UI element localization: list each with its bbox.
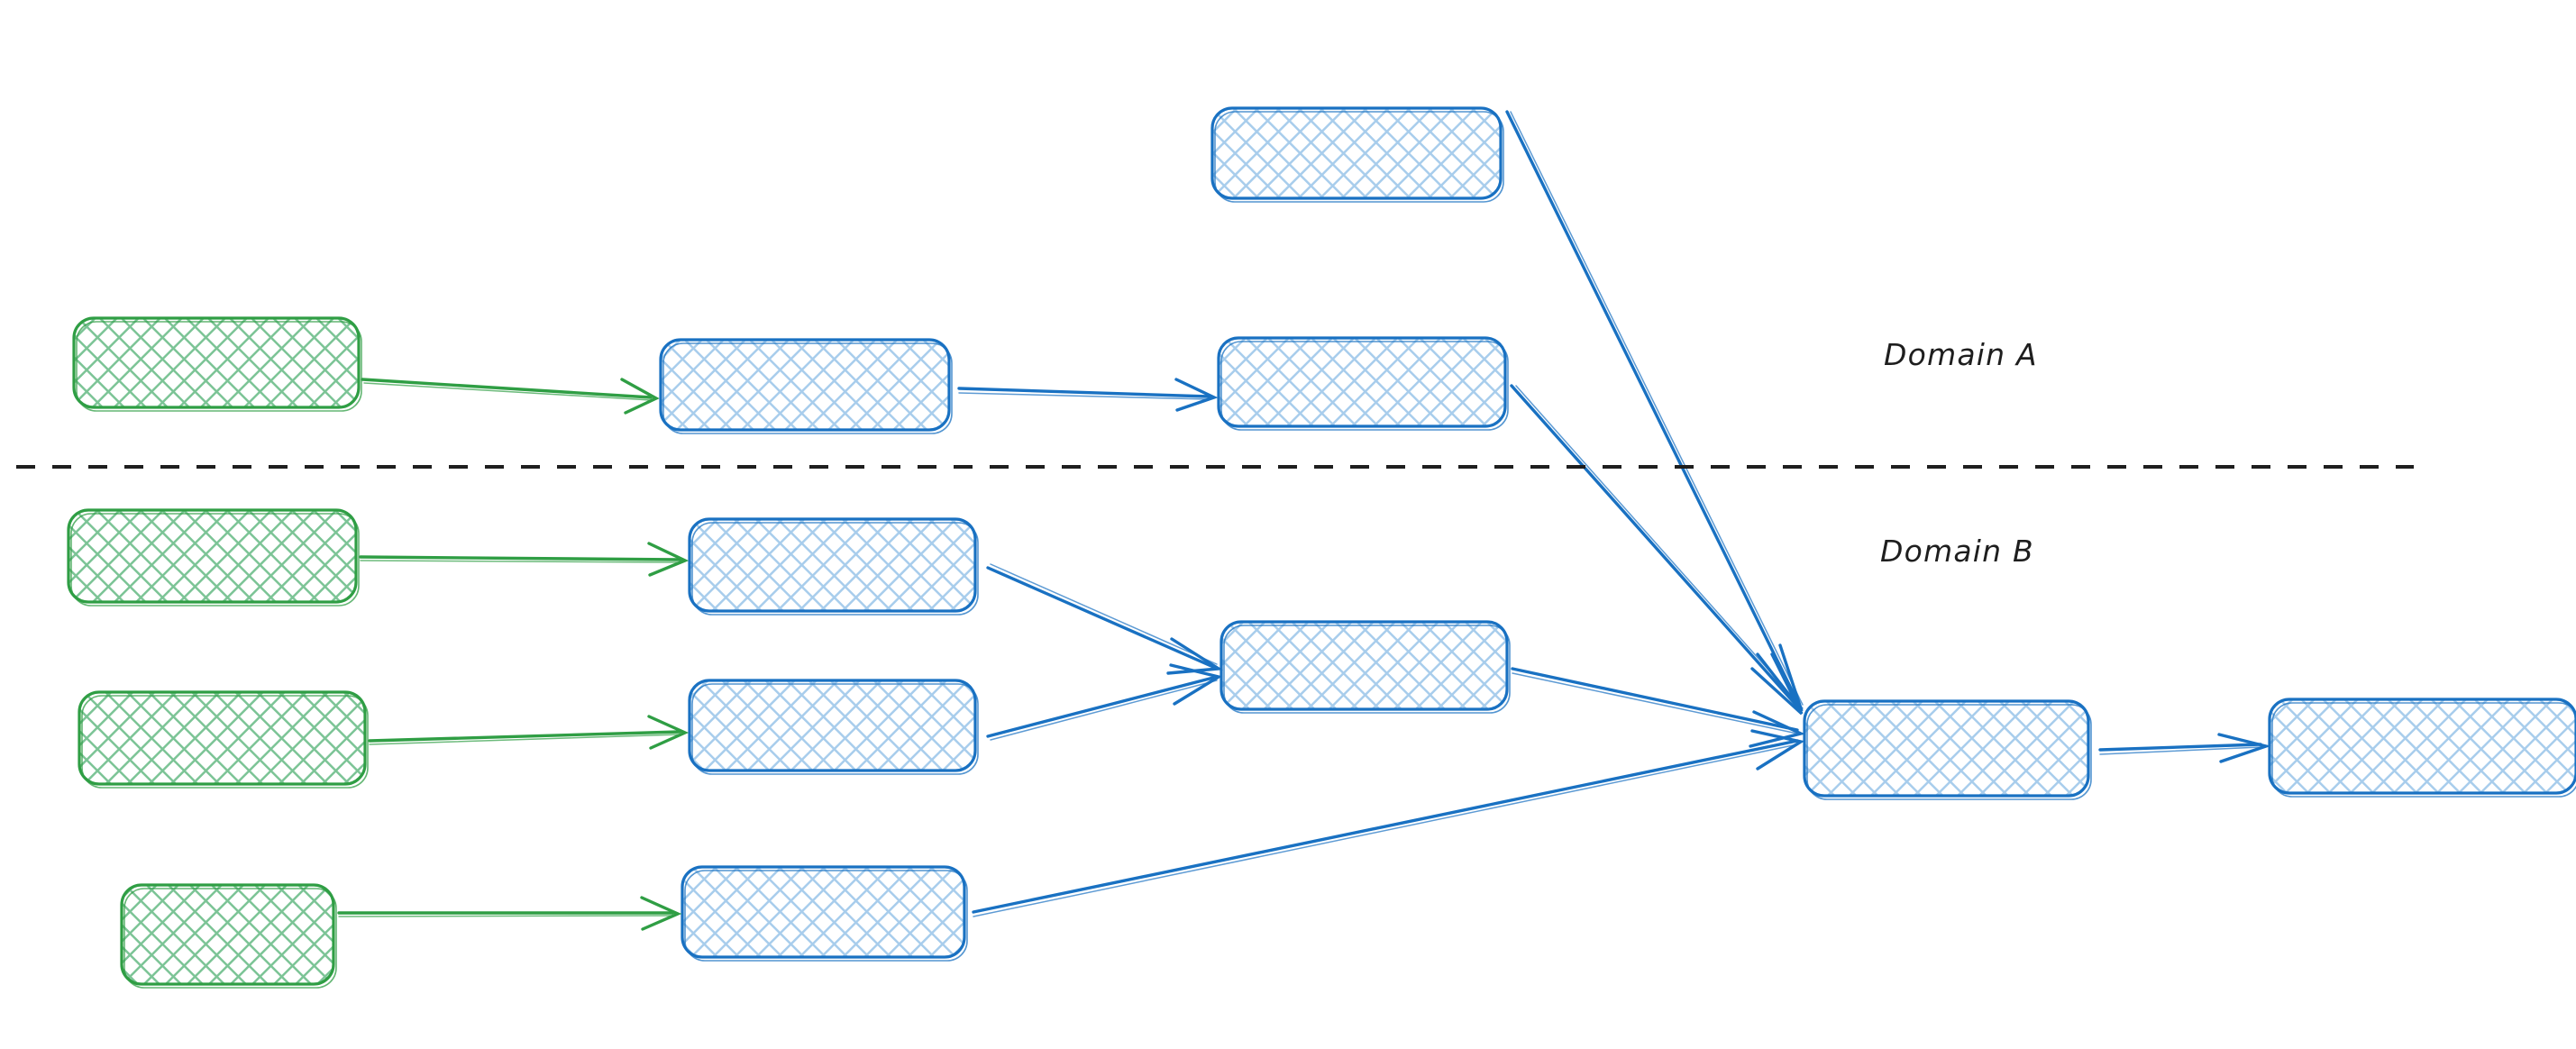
edge-b-proc-3-to-b-merge [972, 729, 1805, 917]
node-b-src-2[interactable] [78, 690, 369, 789]
edge-b-merge-to-b-out [2098, 733, 2272, 763]
edge-a-src-1-to-a-proc-1 [361, 378, 660, 415]
edge-a-proc-2-to-b-merge [1510, 384, 1804, 716]
node-b-src-3[interactable] [120, 883, 337, 989]
domain-b-label: Domain B [1880, 534, 2034, 569]
node-b-hub[interactable] [1219, 620, 1511, 714]
edge-a-top-to-b-merge [1505, 110, 1804, 713]
edge-b-proc-1-to-b-hub [986, 563, 1224, 675]
edge-b-proc-2-to-b-hub [986, 663, 1223, 741]
node-a-src-1[interactable] [72, 316, 362, 412]
domain-a-label: Domain A [1884, 337, 2038, 372]
node-b-merge[interactable] [1803, 699, 2092, 800]
edge-a-proc-1-to-a-proc-2 [957, 378, 1219, 412]
node-b-proc-1[interactable] [688, 517, 979, 616]
edge-b-hub-to-b-merge [1511, 667, 1806, 748]
edge-b-src-1-to-b-proc-1 [359, 542, 690, 577]
node-b-src-1[interactable] [67, 508, 360, 607]
node-a-proc-1[interactable] [659, 338, 953, 434]
node-b-proc-2[interactable] [688, 679, 979, 775]
node-b-proc-3[interactable] [681, 865, 968, 962]
node-a-top[interactable] [1210, 106, 1504, 203]
edge-b-src-2-to-b-proc-2 [368, 715, 690, 750]
node-a-proc-2[interactable] [1217, 336, 1509, 431]
node-b-out[interactable] [2268, 698, 2576, 798]
edge-b-src-3-to-b-proc-3 [337, 896, 682, 931]
